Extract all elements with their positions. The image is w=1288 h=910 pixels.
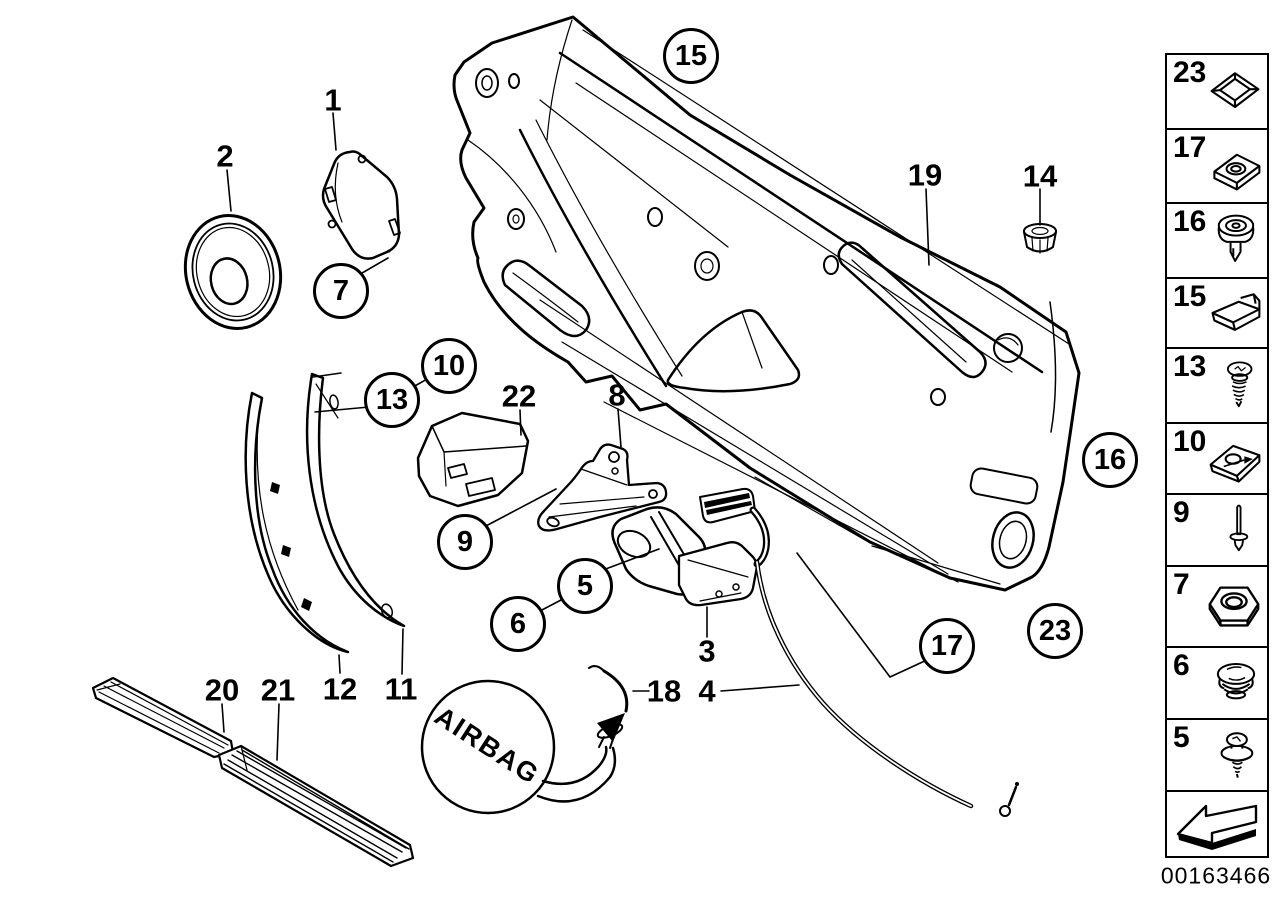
grommet-14-drawing: [1023, 223, 1057, 254]
pin-rivet-icon: [1229, 504, 1249, 552]
callout-4[interactable]: 4: [698, 673, 716, 709]
door-panel-drawing: [452, 15, 1081, 592]
sidebar-label-23: 23: [1173, 56, 1207, 89]
speed-nut-clip-icon: [1213, 153, 1261, 191]
pillar-trim-12-drawing: [244, 391, 350, 654]
callout-circle-6[interactable]: 6: [490, 596, 546, 652]
sidebar-label-17: 17: [1173, 131, 1207, 164]
sidebar-item-17[interactable]: 17: [1165, 128, 1269, 204]
callout-leader-lines: [221, 112, 1041, 761]
washer-screw-icon: [1220, 732, 1254, 778]
callout-circle-23[interactable]: 23: [1027, 603, 1083, 659]
sidebar-label-7: 7: [1173, 568, 1190, 601]
sidebar-item-15[interactable]: 15: [1165, 277, 1269, 349]
callout-2[interactable]: 2: [216, 138, 234, 174]
sidebar-label-10: 10: [1173, 425, 1207, 458]
callout-circle-10[interactable]: 10: [421, 338, 477, 394]
airbag-pin-drawing: [588, 665, 629, 749]
callout-12[interactable]: 12: [322, 671, 358, 707]
sidebar-label-13: 13: [1173, 350, 1207, 383]
pillar-trim-11-drawing: [305, 372, 406, 628]
speaker-cover-drawing: [321, 150, 401, 260]
callout-circle-9[interactable]: 9: [437, 514, 493, 570]
callout-20[interactable]: 20: [204, 672, 240, 708]
sidebar-label-9: 9: [1173, 496, 1190, 529]
diagram-image-code: 00163466: [1160, 862, 1272, 889]
door-handle-drawing: [611, 506, 758, 607]
callout-circle-17[interactable]: 17: [919, 618, 975, 674]
airbag-bubble-drawing: [420, 679, 617, 815]
callout-circle-7[interactable]: 7: [313, 263, 369, 319]
speaker-grille-drawing: [183, 214, 283, 330]
sill-strip-21-drawing: [217, 744, 415, 868]
callout-11[interactable]: 11: [384, 671, 418, 707]
front-direction-arrow-icon: [1176, 804, 1258, 850]
callout-circle-5[interactable]: 5: [557, 558, 613, 614]
grommet-plug-icon: [1216, 662, 1256, 700]
push-rivet-icon: [1217, 214, 1255, 262]
sidebar-label-16: 16: [1173, 205, 1207, 238]
sidebar-item-7[interactable]: 7: [1165, 565, 1269, 648]
cable-drawing: [699, 487, 1019, 817]
sidebar-label-5: 5: [1173, 721, 1190, 754]
callout-circle-16[interactable]: 16: [1082, 432, 1138, 488]
sidebar-item-6[interactable]: 6: [1165, 646, 1269, 720]
sidebar-item-9[interactable]: 9: [1165, 493, 1269, 567]
screw-icon: [1226, 360, 1253, 407]
bracket-drawing: [537, 443, 668, 532]
sidebar-label-15: 15: [1173, 280, 1207, 313]
sidebar-item-23[interactable]: 23: [1165, 53, 1269, 130]
callout-22[interactable]: 22: [501, 378, 537, 414]
sidebar-item-13[interactable]: 13: [1165, 347, 1269, 424]
trim-cap-icon: [1210, 71, 1260, 108]
callout-1[interactable]: 1: [324, 82, 342, 118]
callout-8[interactable]: 8: [608, 377, 626, 413]
sidebar-item-direction[interactable]: [1165, 790, 1269, 858]
callout-14[interactable]: 14: [1022, 158, 1058, 194]
armrest-drawing: [416, 411, 530, 508]
sidebar-item-10[interactable]: 10: [1165, 422, 1269, 495]
hex-nut-icon: [1208, 585, 1260, 627]
callout-19[interactable]: 19: [907, 157, 943, 193]
callout-circle-13[interactable]: 13: [364, 372, 420, 428]
sidebar-label-6: 6: [1173, 649, 1190, 682]
callout-21[interactable]: 21: [260, 672, 296, 708]
callout-18[interactable]: 18: [646, 673, 682, 709]
cage-nut-clip-icon: [1209, 444, 1261, 483]
sidebar-item-16[interactable]: 16: [1165, 202, 1269, 279]
callout-circle-15[interactable]: 15: [663, 28, 719, 84]
sidebar-item-5[interactable]: 5: [1165, 718, 1269, 792]
callout-3[interactable]: 3: [698, 633, 716, 669]
retainer-clip-icon: [1211, 293, 1261, 331]
